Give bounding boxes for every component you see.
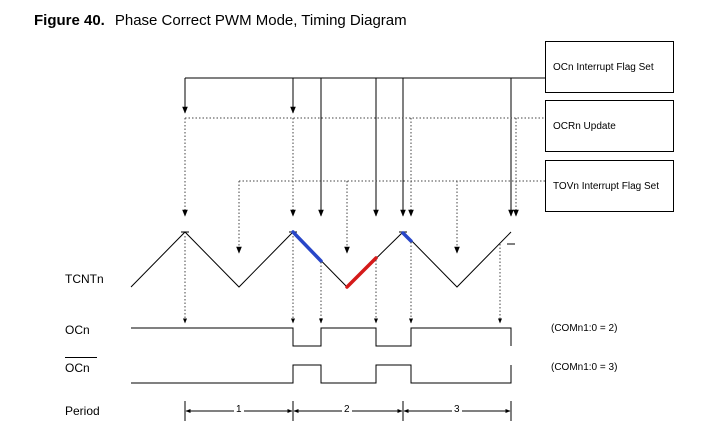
- ocn-flag-box: OCn Interrupt Flag Set: [545, 41, 674, 93]
- ocn-flag-lines: [182, 77, 545, 217]
- ocrn-update-lines: [182, 117, 545, 217]
- ocn-waveform: [131, 327, 512, 347]
- tcnt-highlight-blue-1: [291, 230, 323, 263]
- ocn-label: OCn: [65, 323, 90, 337]
- ocrn-update-label: OCRn Update: [553, 120, 616, 132]
- ocn-inverted-mode-note: (COMn1:0 = 3): [551, 362, 618, 373]
- ocrn-update-box: OCRn Update: [545, 100, 674, 152]
- period-number-2: 2: [342, 404, 352, 415]
- tovn-flag-box: TOVn Interrupt Flag Set: [545, 160, 674, 212]
- projection-lines: [183, 236, 502, 324]
- figure-title: Figure 40. Phase Correct PWM Mode, Timing…: [34, 12, 407, 29]
- tcnt-highlight-blue-2: [401, 231, 413, 243]
- tovn-flag-label: TOVn Interrupt Flag Set: [553, 180, 659, 192]
- period-label: Period: [65, 404, 100, 418]
- tovn-flag-lines: [236, 180, 545, 254]
- tcnt-highlight-red: [345, 256, 378, 289]
- figure-caption: Phase Correct PWM Mode, Timing Diagram: [114, 12, 407, 29]
- ocn-flag-label: OCn Interrupt Flag Set: [553, 61, 654, 73]
- ocn-inverted-waveform: [131, 364, 512, 384]
- tcnt-waveform: [130, 230, 515, 289]
- figure-number: Figure 40.: [34, 12, 105, 29]
- ocn-inverted-overbar: [65, 357, 97, 358]
- ocn-mode-note: (COMn1:0 = 2): [551, 323, 618, 334]
- ocn-inverted-label: OCn: [65, 361, 90, 375]
- period-number-3: 3: [452, 404, 462, 415]
- period-number-1: 1: [234, 404, 244, 415]
- tcnt-label: TCNTn: [65, 272, 104, 286]
